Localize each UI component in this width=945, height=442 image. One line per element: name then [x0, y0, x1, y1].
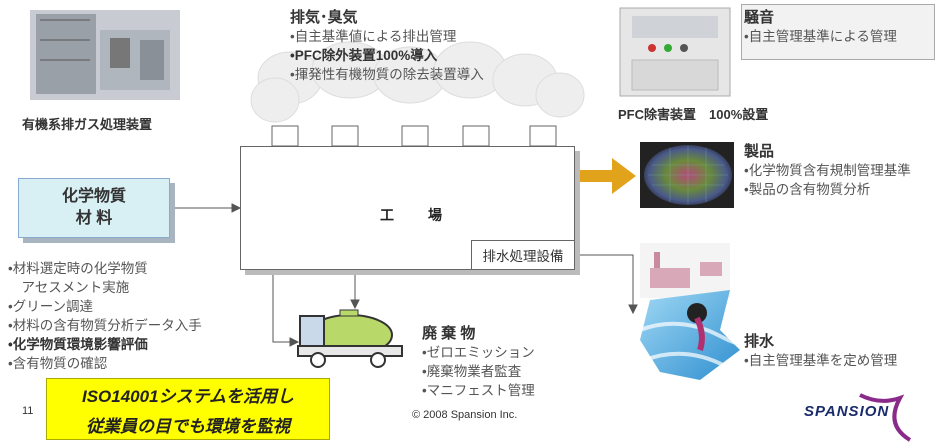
pfc-label: PFC除害装置 100%設置 [618, 107, 769, 122]
drain-treatment-box: 排水処理設備 [471, 240, 575, 270]
product-item: •化学物質含有規制管理基準 [744, 163, 911, 178]
product-item: •製品の含有物質分析 [744, 182, 871, 197]
spansion-logo: SPANSION [804, 403, 890, 420]
waste-truck-image [297, 309, 403, 368]
iso-line1: ISO14001システムを活用し [81, 386, 295, 406]
product-title: 製品 [744, 143, 775, 160]
chemicals-item: •材料選定時の化学物質 [8, 261, 148, 276]
waste-section: 廃 棄 物 •ゼロエミッション •廃棄物業者監査 •マニフェスト管理 [422, 322, 535, 400]
noise-title: 騒音 [744, 9, 775, 26]
chemicals-item: •材料の含有物質分析データ入手 [8, 318, 202, 333]
water-section: 排水 •自主管理基準を定め管理 [744, 330, 897, 370]
water-title: 排水 [744, 333, 775, 350]
noise-section: 騒音 •自主管理基準による管理 [744, 6, 897, 46]
chemicals-item: •化学物質環境影響評価 [8, 337, 148, 352]
iso-banner: ISO14001システムを活用し 従業員の目でも環境を監視 [46, 378, 330, 440]
waste-item: •ゼロエミッション [422, 345, 535, 360]
drain-arrow [575, 254, 638, 315]
copyright: © 2008 Spansion Inc. [412, 409, 518, 421]
exhaust-item: •PFC除外装置100%導入 [290, 48, 438, 63]
logo-swoosh [859, 393, 912, 442]
product-section: 製品 •化学物質含有規制管理基準 •製品の含有物質分析 [744, 140, 911, 199]
iso-line2: 従業員の目でも環境を監視 [86, 416, 290, 436]
chemicals-line2: 材 料 [75, 210, 113, 227]
waste-title: 廃 棄 物 [422, 325, 476, 342]
chemicals-box: 化学物質 材 料 [18, 178, 170, 238]
chem-to-factory-arrow [175, 203, 242, 213]
factory-stacks [271, 125, 557, 147]
wafer-image [640, 142, 734, 208]
pfc-unit-image [619, 7, 731, 97]
waste-item: •廃棄物業者監査 [422, 364, 522, 379]
chemicals-line1: 化学物質 [61, 188, 126, 205]
exhaust-item: •揮発性有機物質の除去装置導入 [290, 67, 484, 82]
noise-box [741, 4, 935, 60]
product-arrow [580, 158, 636, 194]
gas-treatment-label: 有機系排ガス処理装置 [22, 117, 153, 132]
exhaust-item: •自主基準値による排出管理 [290, 29, 457, 44]
gas-treatment-image [30, 10, 180, 100]
chemicals-item: •グリーン調達 [8, 299, 94, 314]
waste-item: •マニフェスト管理 [422, 383, 535, 398]
page-number: 11 [22, 405, 34, 417]
wastewater-image [639, 243, 762, 380]
chemicals-item: アセスメント実施 [8, 280, 130, 295]
noise-item: •自主管理基準による管理 [744, 29, 897, 44]
waste-arrows [272, 270, 360, 347]
exhaust-clouds [250, 41, 585, 123]
chemicals-list: •材料選定時の化学物質 アセスメント実施 •グリーン調達 •材料の含有物質分析デ… [8, 259, 202, 373]
water-item: •自主管理基準を定め管理 [744, 353, 898, 368]
exhaust-section: 排気･臭気 •自主基準値による排出管理 •PFC除外装置100%導入 •揮発性有… [290, 6, 484, 84]
exhaust-title: 排気･臭気 [290, 9, 358, 26]
chemicals-item: •含有物質の確認 [8, 356, 108, 371]
factory-label: 工 場 [380, 207, 452, 223]
